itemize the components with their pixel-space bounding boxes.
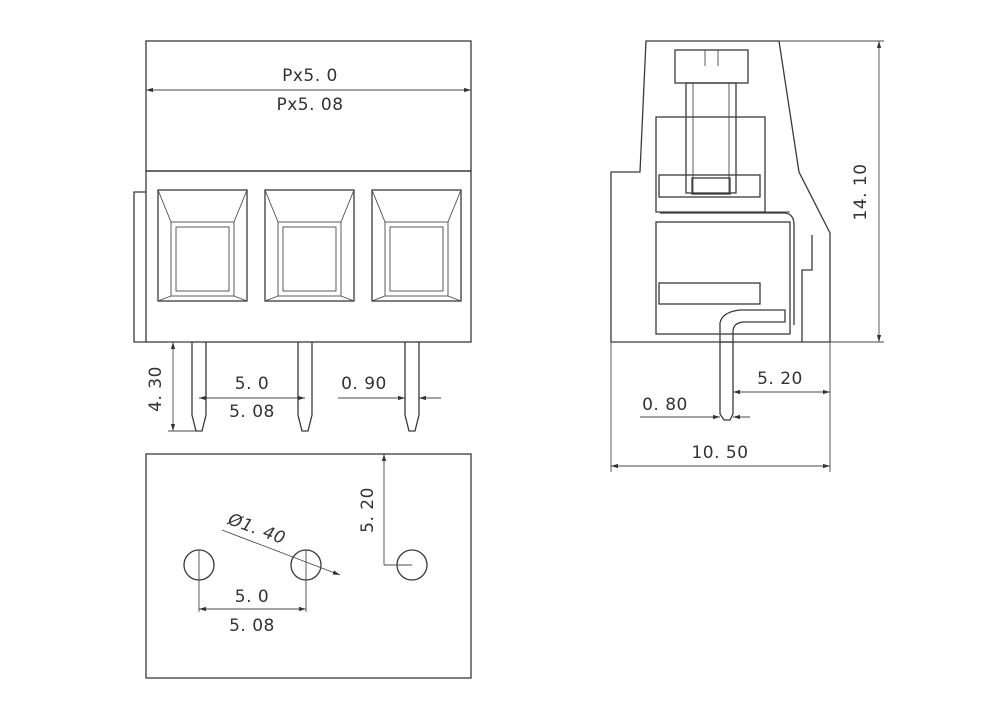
bottom-view: Ø1. 40 5. 20 5. 0 5. 08 — [145, 453, 472, 679]
pin-width-label: 0. 90 — [341, 374, 387, 394]
front-view: Px5. 0 Px5. 08 4. 30 5. 0 5. 08 0. 90 — [133, 40, 472, 432]
pin-spacing-label-b: 5. 08 — [229, 402, 275, 422]
front-pin-1 — [191, 342, 207, 432]
wire-entry-1 — [157, 189, 248, 302]
clamp-plate — [658, 282, 761, 305]
front-pin-2 — [297, 342, 313, 432]
depth-label: 10. 50 — [691, 443, 748, 463]
screw-head — [674, 49, 749, 84]
hole-spacing-label-a: 5. 0 — [235, 587, 269, 607]
hole-spacing-label-b: 5. 08 — [229, 616, 275, 636]
front-housing-side-lip — [133, 191, 146, 343]
pitch-label-a: Px5. 0 — [282, 66, 338, 86]
pin-offset-label: 5. 20 — [757, 369, 803, 389]
pitch-label-b: Px5. 08 — [276, 95, 343, 115]
wire-entry-3 — [371, 189, 462, 302]
front-pin-3 — [404, 342, 420, 432]
height-label: 14. 10 — [851, 163, 871, 220]
side-view: 14. 10 5. 20 0. 80 10. 50 — [610, 40, 884, 472]
pin-length-label: 4. 30 — [146, 366, 166, 412]
screw-shaft — [685, 82, 737, 194]
front-housing-body — [145, 170, 472, 343]
side-housing — [610, 40, 831, 343]
wire-entry-2 — [264, 189, 355, 302]
bottom-outline — [145, 453, 472, 679]
side-pin — [719, 309, 786, 343]
pin-thickness-label: 0. 80 — [642, 395, 688, 415]
clamp-upper — [658, 174, 761, 198]
hole-offset-label: 5. 20 — [358, 487, 378, 533]
pin-spacing-label-a: 5. 0 — [235, 374, 269, 394]
